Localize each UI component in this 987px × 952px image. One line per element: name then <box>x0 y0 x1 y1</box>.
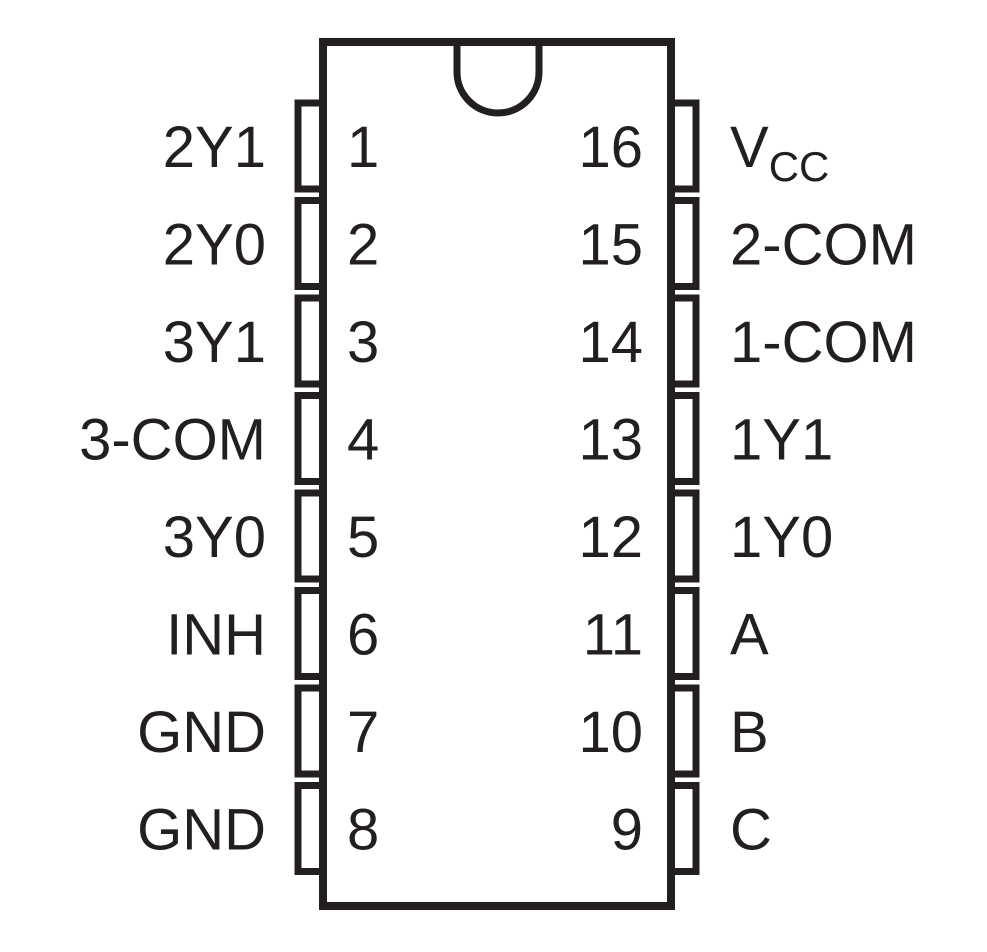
right-pin-12: 12 1Y0 <box>578 489 833 583</box>
pin-name: GND <box>137 798 266 863</box>
pin-number: 12 <box>578 505 643 570</box>
right-pin-15: 15 2-COM <box>578 197 917 290</box>
pin-number: 11 <box>583 603 643 668</box>
pin-lead <box>671 587 700 680</box>
pin-name: B <box>730 700 769 765</box>
pin-number: 4 <box>347 408 379 473</box>
pin-lead <box>294 587 323 680</box>
pin-name: 2-COM <box>730 213 917 278</box>
pin-lead <box>294 99 323 193</box>
pin-lead <box>294 392 323 485</box>
pin-name: 2Y0 <box>163 213 266 278</box>
pin-number: 6 <box>347 603 379 668</box>
pin-number: 5 <box>347 505 379 570</box>
pin-number: 10 <box>578 700 643 765</box>
pin-name: 3-COM <box>79 408 266 473</box>
pin-number: 2 <box>347 213 379 278</box>
left-pin-7: 7 GND <box>137 684 379 778</box>
pin-name-subscript: CC <box>769 143 830 190</box>
pin-lead <box>671 782 700 875</box>
right-pin-16: 16 VCC <box>578 99 829 193</box>
pin-number: 3 <box>347 310 379 375</box>
right-pin-14: 14 1-COM <box>578 294 917 388</box>
pin-lead <box>671 684 700 778</box>
left-pin-5: 5 3Y0 <box>163 489 379 583</box>
pin-name: A <box>730 603 769 668</box>
pin-lead <box>671 489 700 583</box>
pin-number: 1 <box>347 115 379 180</box>
pin-lead <box>671 99 700 193</box>
pin-number: 15 <box>578 213 643 278</box>
pin-number: 13 <box>578 408 643 473</box>
pin-number: 9 <box>611 798 643 863</box>
pin-lead <box>671 197 700 290</box>
left-pin-4: 4 3-COM <box>79 392 379 485</box>
right-pin-11: 11 A <box>583 587 769 680</box>
pin-number: 7 <box>347 700 379 765</box>
ic-body <box>319 38 675 910</box>
pin-lead <box>294 782 323 875</box>
pin-name: 3Y1 <box>163 310 266 375</box>
pin-name: 1-COM <box>730 310 917 375</box>
left-pin-1: 1 2Y1 <box>163 99 379 193</box>
pin-name: GND <box>137 700 266 765</box>
left-pin-6: 6 INH <box>166 587 379 680</box>
pin-name: 1Y1 <box>730 408 833 473</box>
pin-name: INH <box>166 603 266 668</box>
pin-name: C <box>730 798 772 863</box>
pin-lead <box>294 294 323 388</box>
right-pin-10: 10 B <box>578 684 769 778</box>
left-pin-3: 3 3Y1 <box>163 294 379 388</box>
pin-number: 8 <box>347 798 379 863</box>
pin-lead <box>294 684 323 778</box>
pin-name: VCC <box>730 115 829 190</box>
pin-lead <box>294 489 323 583</box>
pin-lead <box>671 294 700 388</box>
pin-lead <box>671 392 700 485</box>
pin-lead <box>294 197 323 290</box>
pin-name: 1Y0 <box>730 505 833 570</box>
right-pin-13: 13 1Y1 <box>578 392 833 485</box>
pin-name: 3Y0 <box>163 505 266 570</box>
pin-number: 16 <box>578 115 643 180</box>
left-pin-2: 2 2Y0 <box>163 197 379 290</box>
left-pin-8: 8 GND <box>137 782 379 875</box>
orientation-notch <box>453 42 543 117</box>
pin-name: 2Y1 <box>163 115 266 180</box>
pin-number: 14 <box>578 310 643 375</box>
